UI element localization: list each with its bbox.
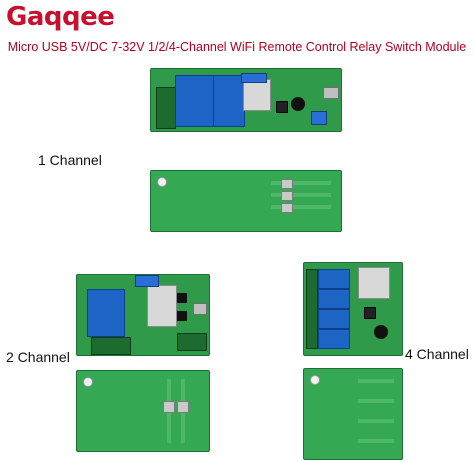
potentiometer: [311, 111, 327, 125]
trace: [271, 193, 331, 197]
one-channel-front-board: [150, 68, 342, 132]
terminal-block: [177, 333, 207, 351]
relay: [175, 75, 215, 127]
terminal-block: [91, 337, 131, 355]
wifi-module: [147, 285, 177, 327]
solder-pad: [177, 401, 189, 413]
terminal-block: [156, 87, 176, 129]
mount-hole: [83, 377, 93, 387]
four-channel-front-board: [303, 262, 403, 356]
one-channel-back-board: [150, 170, 342, 232]
label-one-channel: 1 Channel: [38, 152, 102, 168]
solder-pad: [281, 191, 293, 201]
relay: [213, 75, 245, 127]
usb-port: [323, 87, 339, 99]
brand-logo: Gaqqee: [6, 2, 115, 32]
wifi-module: [243, 79, 271, 111]
solder-pad: [281, 179, 293, 189]
trace: [271, 205, 331, 209]
inductor: [374, 325, 388, 339]
button: [177, 293, 187, 303]
terminal-block: [306, 269, 318, 349]
label-four-channel: 4 Channel: [405, 346, 469, 362]
label-two-channel: 2 Channel: [6, 349, 70, 365]
trace: [358, 439, 394, 443]
chip: [364, 307, 376, 319]
mount-hole: [310, 375, 320, 385]
two-channel-front-board: [76, 274, 210, 356]
relay: [318, 329, 350, 349]
trace: [358, 419, 394, 423]
product-headline: Micro USB 5V/DC 7-32V 1/2/4-Channel WiFi…: [7, 40, 467, 54]
blue-component: [241, 73, 267, 83]
relay: [318, 269, 350, 289]
trace: [358, 399, 394, 403]
solder-pad: [163, 401, 175, 413]
four-channel-back-board: [303, 368, 403, 460]
wifi-module: [358, 267, 390, 299]
solder-pad: [281, 203, 293, 213]
inductor: [291, 97, 305, 111]
chip: [276, 101, 288, 113]
usb-port: [193, 303, 207, 315]
mount-hole: [157, 177, 167, 187]
button: [177, 311, 187, 321]
blue-component: [135, 275, 159, 287]
relay: [318, 309, 350, 329]
trace: [271, 181, 331, 185]
trace: [358, 379, 394, 383]
two-channel-back-board: [76, 370, 210, 452]
relay: [87, 289, 125, 337]
relay: [318, 289, 350, 309]
